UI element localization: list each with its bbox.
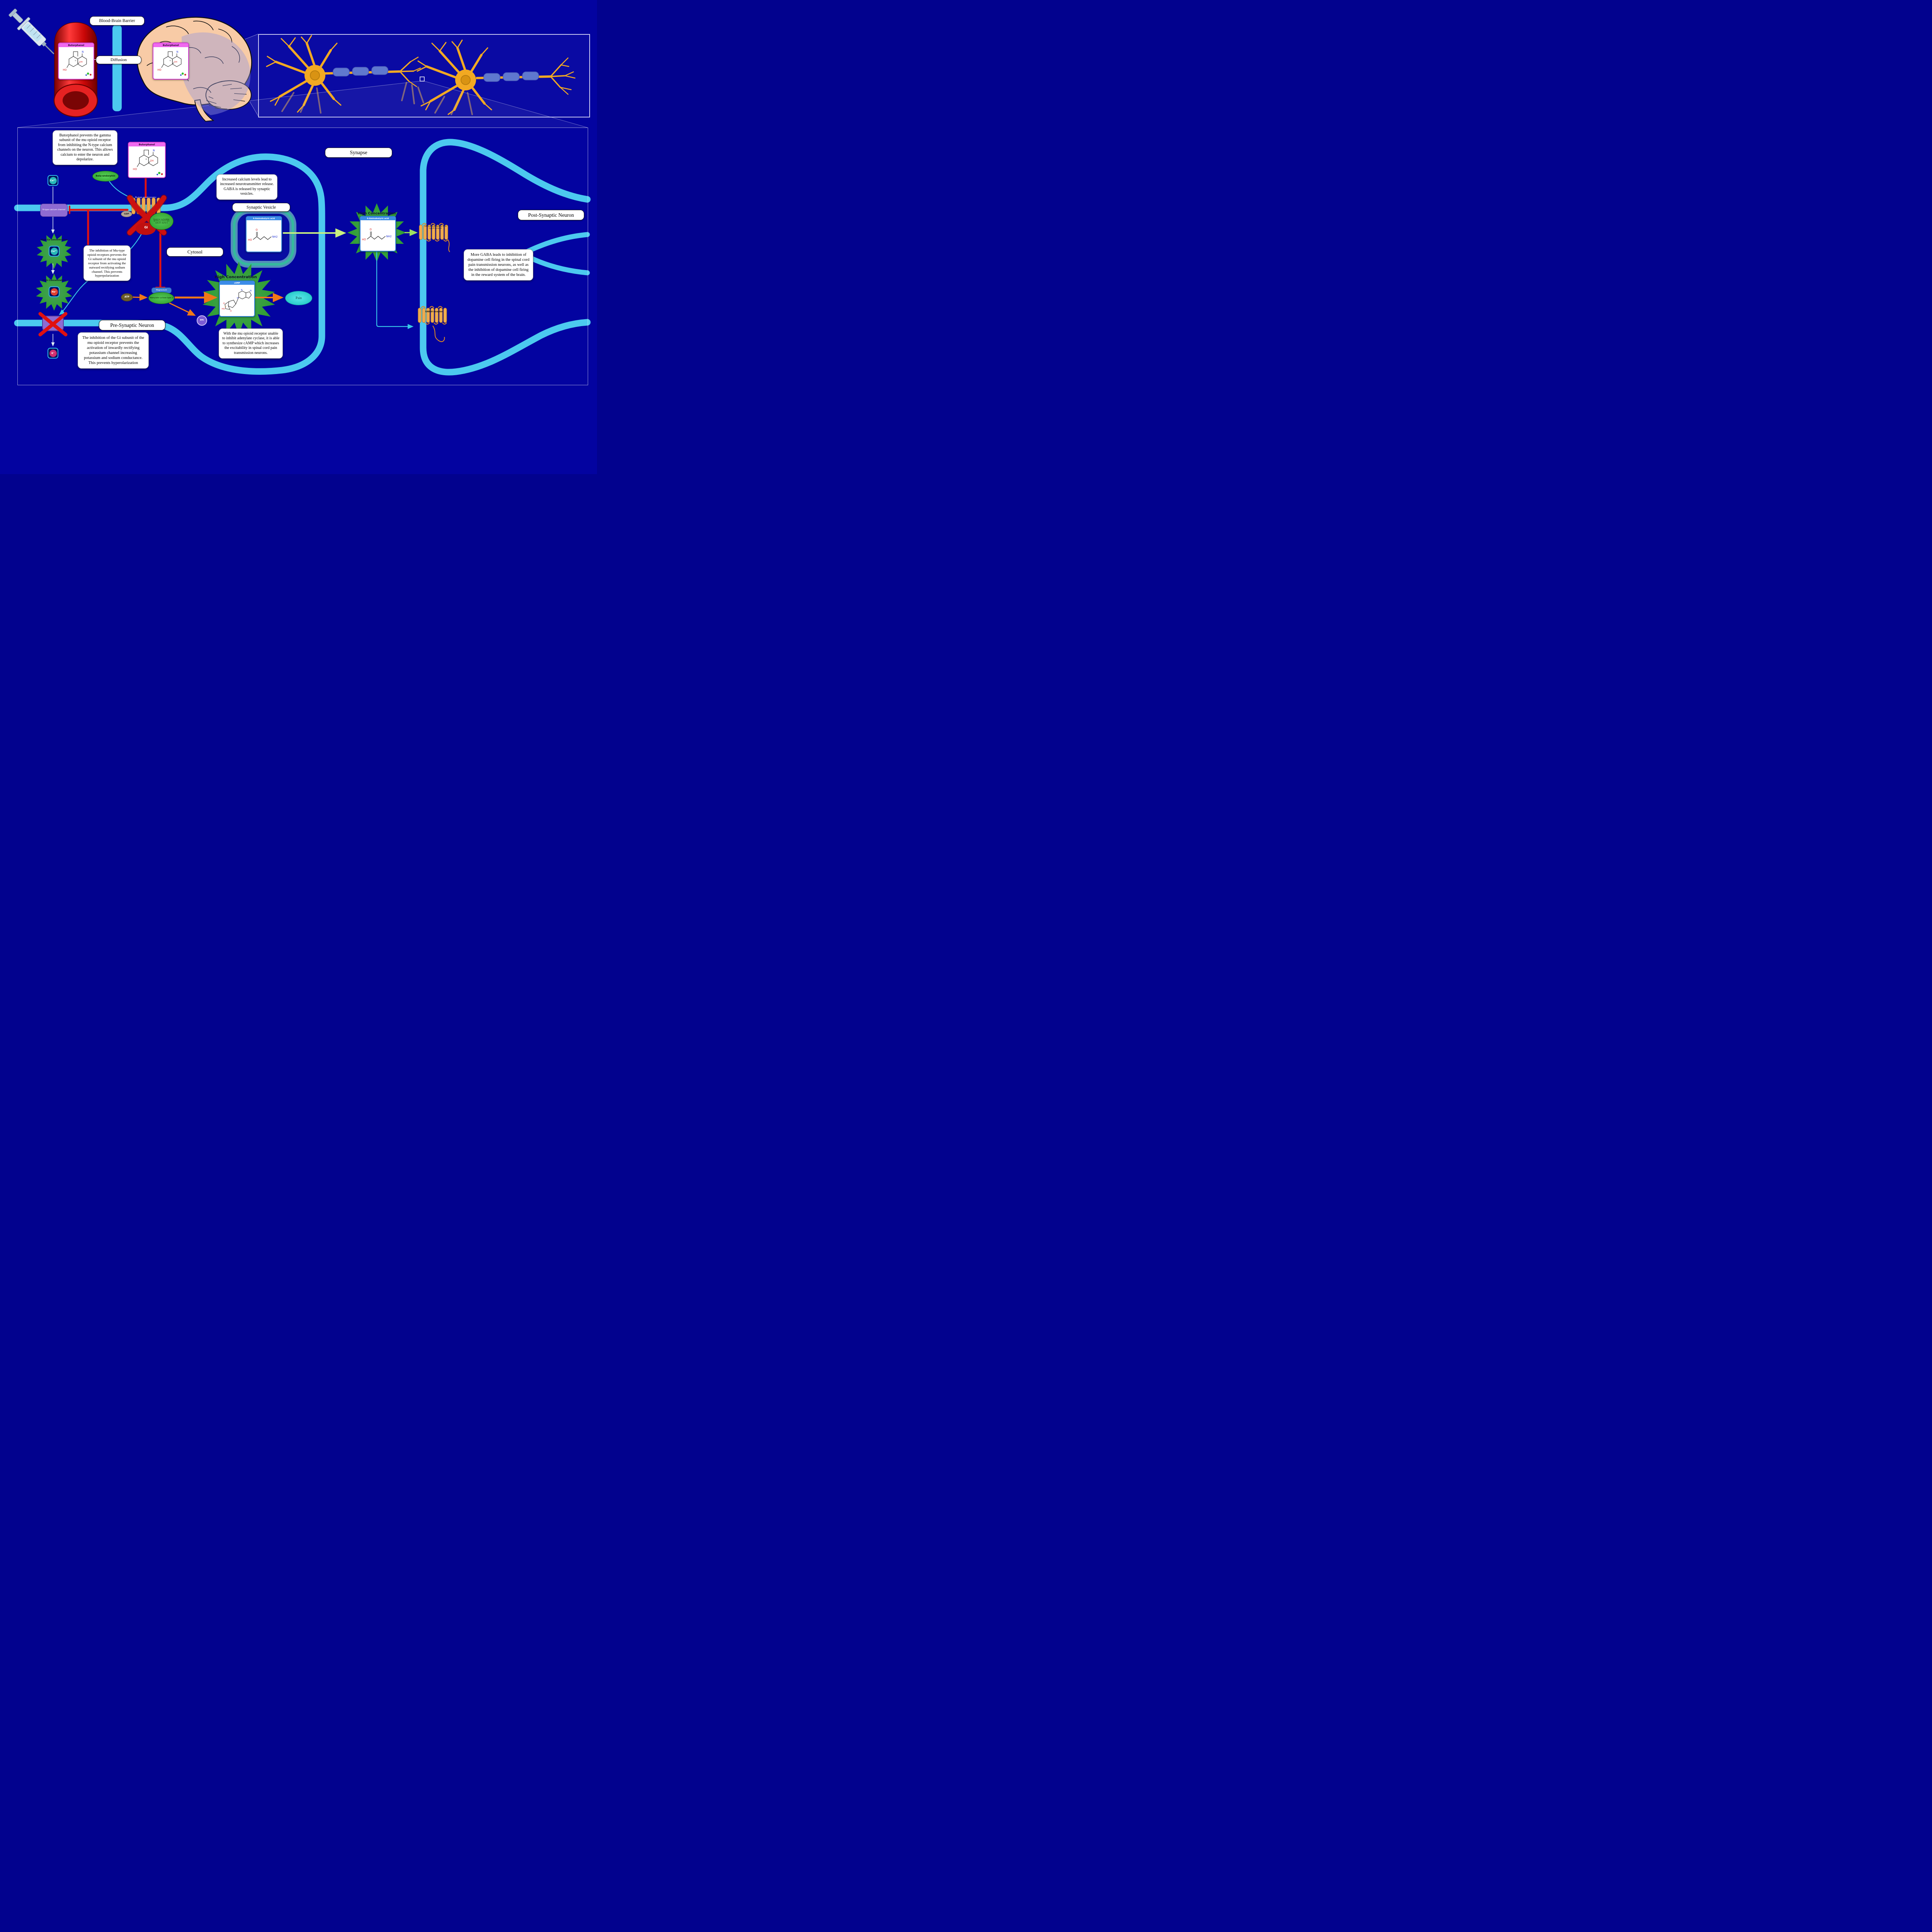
high-concentration-camp-label: High Concentration: [214, 275, 257, 279]
diffusion-text: Diffusion: [111, 58, 127, 62]
synaptic-vesicle-text: Synaptic Vesicle: [246, 205, 276, 210]
svg-text:N: N: [153, 149, 155, 152]
mu-receptor-label: Mu-type opioid receptor: [135, 197, 156, 199]
gaba-card-synapse: 4-Aminobutyric acid HO O NH2: [360, 216, 396, 252]
butorphanol-structure: HO N OH H: [157, 50, 186, 76]
svg-text:N: N: [177, 50, 179, 53]
gaba-structure: HO O NH2: [362, 228, 392, 241]
g-protein: Guanine nucleotide-binding protein G(i) …: [150, 213, 173, 230]
svg-text:O: O: [230, 310, 232, 313]
ppi-molecule: PPi: [197, 315, 207, 326]
svg-text:H: H: [75, 60, 77, 62]
butorphanol-card-vessel: Butorphanol HO N OH H: [58, 43, 94, 80]
calcium-ion-intracellular: Ca²⁺: [49, 246, 60, 257]
note-sodium-channel: The inhibition of Mu-type opioid recepto…: [83, 245, 131, 281]
svg-text:OH: OH: [150, 160, 153, 162]
note-calcium-channels: Butorphanol prevents the gamma subunit o…: [53, 130, 117, 165]
svg-text:OH: OH: [174, 61, 177, 63]
synapse-label: Synapse: [325, 148, 392, 158]
sodium-ion: Na⁺: [49, 286, 60, 297]
svg-text:P: P: [225, 306, 226, 308]
svg-text:NH2: NH2: [272, 235, 277, 238]
note-vesicle-release: Increased calcium levels lead to increas…: [216, 174, 277, 200]
butorphanol-structure: HO N OH H: [63, 50, 92, 76]
calcium-ion-label: Ca²⁺: [49, 177, 57, 184]
svg-text:HO: HO: [248, 238, 252, 242]
beta-endorphin: Beta-endorphin: [92, 171, 119, 182]
blood-brain-barrier-bar: [112, 25, 122, 111]
high-ca-concentration-label: High Ca Concentration: [41, 239, 68, 241]
svg-text:N: N: [82, 50, 84, 53]
butorphanol-card-synapse: Butorphanol HO N OH H: [128, 142, 166, 178]
gdp-molecule: GDP: [121, 211, 132, 217]
svg-text:HO: HO: [222, 308, 225, 310]
butorphanol-structure: HO N OH H: [133, 149, 163, 175]
svg-text:HO: HO: [63, 68, 66, 71]
gaba-structure: HO O NH2: [248, 228, 278, 242]
pre-synaptic-text: Pre-Synaptic Neuron: [110, 322, 154, 328]
pre-synaptic-neuron-label: Pre-Synaptic Neuron: [99, 320, 165, 330]
synaptic-vesicle-label: Synaptic Vesicle: [232, 203, 290, 212]
butorphanol-card-title: Butorphanol: [59, 43, 94, 47]
cytosol-text: Cytosol: [187, 249, 202, 255]
blood-brain-barrier-text: Blood-Brain Barrier: [99, 19, 135, 23]
brain-illustration: [136, 17, 252, 122]
svg-text:HO: HO: [133, 168, 137, 171]
butorphanol-card-title: Butorphanol: [129, 143, 165, 146]
svg-text:HO: HO: [157, 68, 161, 71]
gabaa-receptor-label: GABAA receptor: [425, 311, 443, 313]
neurons-illustration: [266, 35, 576, 115]
camp-card-title: cAMP: [220, 281, 254, 285]
post-synaptic-text: Post-Synaptic Neuron: [528, 212, 574, 218]
cytosol-label: Cytosol: [167, 247, 223, 257]
gi-label: Gi: [144, 226, 148, 229]
calcium-ion-extracellular: Ca²⁺: [48, 175, 58, 186]
post-synaptic-neuron-label: Post-Synaptic Neuron: [518, 210, 584, 220]
potassium-ion: K⁺: [48, 348, 58, 359]
butorphanol-mechanism-diagram: Blood-Brain Barrier Diffusion Synapse Sy…: [0, 0, 597, 474]
pre-synaptic-membrane: [14, 153, 325, 375]
svg-text:O: O: [223, 303, 225, 305]
potassium-ion-label: K⁺: [49, 349, 57, 357]
blood-brain-barrier-label: Blood-Brain Barrier: [90, 16, 145, 26]
n-type-calcium-channel: N-type calcium channel: [40, 204, 68, 217]
gaba-card-title: 4-Aminobutyric acid: [361, 217, 395, 220]
gaba-b-receptor-label: Gamma-aminobutyric acid type B receptor: [424, 226, 447, 230]
butorphanol-card-title: Butorphanol: [153, 43, 188, 47]
butorphanol-card-brain: Butorphanol HO N OH H: [153, 43, 189, 80]
high-concentration-na-label: High Concentration: [42, 279, 66, 282]
camp-pathway-arrows: [132, 292, 284, 316]
high-concentration-gaba-label: High Concentration: [357, 212, 396, 216]
svg-text:NH2: NH2: [386, 235, 391, 238]
potassium-channel-blocked: [38, 312, 68, 337]
synapse-text: Synapse: [350, 150, 367, 155]
svg-text:OH: OH: [79, 61, 83, 63]
adenylate-cyclase: Adenylate cyclase type 2: [148, 292, 174, 304]
atp-molecule: ATP: [121, 293, 133, 301]
gaba-card-vesicle: 4-Aminobutyric acid HO O NH2: [246, 216, 282, 252]
camp-card: cAMP N N N O O HO P: [219, 281, 255, 317]
svg-text:H: H: [170, 60, 171, 62]
note-camp: With the mu opioid receptor unable to in…: [219, 328, 283, 359]
gabaa-receptor: [418, 306, 447, 342]
svg-text:N: N: [241, 289, 242, 291]
diffusion-label: Diffusion: [96, 56, 141, 64]
pain-signal: Pain: [285, 291, 312, 305]
svg-text:HO: HO: [362, 238, 366, 241]
svg-text:O: O: [370, 228, 372, 231]
calcium-ion-label: Ca²⁺: [50, 247, 58, 255]
svg-text:N: N: [237, 297, 238, 299]
note-gaba-effect: More GABA leads to inhibition of dopamin…: [464, 249, 533, 281]
svg-text:H: H: [146, 158, 147, 161]
sodium-ion-label: Na⁺: [50, 288, 58, 296]
camp-structure: N N N O O HO P: [222, 289, 252, 313]
svg-text:N: N: [250, 290, 252, 292]
gaba-card-title: 4-Aminobutyric acid: [247, 217, 281, 220]
gaba-b-receptor: [419, 223, 450, 252]
syringe-icon: [9, 9, 54, 54]
svg-text:O: O: [256, 228, 258, 231]
note-potassium-channel: The inhibition of the Gi subunit of the …: [78, 332, 149, 369]
